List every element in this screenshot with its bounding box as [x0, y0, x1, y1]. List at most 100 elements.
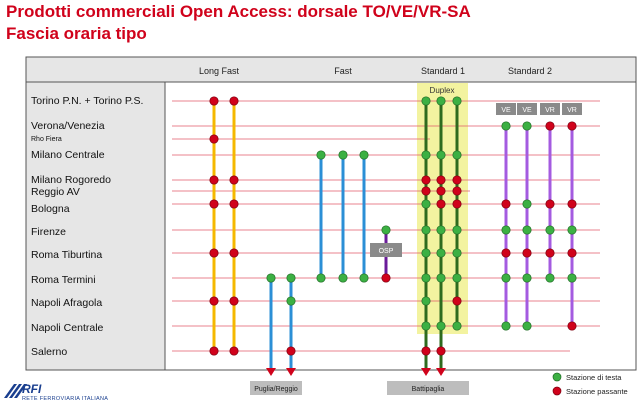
pass-station-dot: [209, 175, 219, 185]
station-label: Verona/Venezia: [31, 120, 105, 132]
head-station-dot: [359, 273, 369, 283]
station-label: Roma Tiburtina: [31, 249, 102, 261]
pass-station-dot: [501, 248, 511, 258]
pass-station-dot: [452, 175, 462, 185]
page-title: Prodotti commerciali Open Access: dorsal…: [6, 2, 471, 21]
station-label: Bologna: [31, 203, 70, 215]
std2-tag-label: VR: [567, 107, 577, 114]
head-station-dot: [421, 248, 431, 258]
pass-station-dot: [229, 296, 239, 306]
header-band: [25, 56, 637, 83]
head-station-dot: [522, 321, 532, 331]
std2-tag: [496, 103, 516, 115]
head-station-dot: [501, 273, 511, 283]
pass-station-dot: [209, 199, 219, 209]
head-station-dot: [567, 225, 577, 235]
pass-station-dot: [209, 96, 219, 106]
pass-station-dot: [421, 346, 431, 356]
head-station-dot: [567, 273, 577, 283]
head-station-dot: [501, 321, 511, 331]
head-station-dot: [436, 96, 446, 106]
legend-pass-icon: [552, 386, 562, 396]
column-header-long-fast: Long Fast: [199, 66, 240, 76]
head-station-dot: [522, 121, 532, 131]
head-station-dot: [436, 225, 446, 235]
head-station-dot: [421, 296, 431, 306]
pass-station-dot: [381, 273, 391, 283]
head-station-dot: [338, 150, 348, 160]
head-station-dot: [452, 96, 462, 106]
page-subtitle: Fascia oraria tipo: [6, 24, 147, 43]
pass-station-dot: [522, 248, 532, 258]
pass-station-dot: [436, 186, 446, 196]
head-station-dot: [452, 273, 462, 283]
pass-station-dot: [545, 199, 555, 209]
pass-station-dot: [567, 248, 577, 258]
pass-station-dot: [567, 199, 577, 209]
logo-subtitle: RETE FERROVIARIA ITALIANA: [22, 396, 109, 402]
pass-station-dot: [436, 175, 446, 185]
destination-battipaglia-label: Battipaglia: [412, 386, 445, 393]
station-panel: [25, 81, 166, 371]
head-station-dot: [452, 321, 462, 331]
station-label: Salerno: [31, 346, 67, 358]
pass-station-dot: [545, 121, 555, 131]
arrow-down-icon: [436, 368, 446, 376]
station-label: Torino P.N. + Torino P.S.: [31, 95, 143, 107]
pass-station-dot: [209, 134, 219, 144]
pass-station-dot: [421, 186, 431, 196]
pass-station-dot: [567, 121, 577, 131]
std2-tag: [540, 103, 560, 115]
pass-station-dot: [229, 199, 239, 209]
std2-tag-label: VR: [545, 107, 555, 114]
arrow-down-icon: [421, 368, 431, 376]
head-station-dot: [522, 199, 532, 209]
head-station-dot: [452, 225, 462, 235]
column-header-fast: Fast: [334, 66, 352, 76]
head-station-dot: [359, 150, 369, 160]
head-station-dot: [421, 96, 431, 106]
station-label: Reggio AV: [31, 186, 80, 198]
pass-station-dot: [452, 296, 462, 306]
station-label: Napoli Afragola: [31, 297, 102, 309]
pass-station-dot: [286, 346, 296, 356]
duplex-label: Duplex: [430, 86, 455, 95]
station-label: Firenze: [31, 226, 66, 238]
column-header-standard-2: Standard 2: [508, 66, 552, 76]
head-station-dot: [316, 273, 326, 283]
osp-label: OSP: [379, 248, 394, 255]
column-header-standard-1: Standard 1: [421, 66, 465, 76]
pass-station-dot: [209, 296, 219, 306]
head-station-dot: [421, 321, 431, 331]
destination-puglia-label: Puglia/Reggio: [254, 386, 298, 393]
station-label: Napoli Centrale: [31, 322, 104, 334]
std2-tag: [517, 103, 537, 115]
pass-station-dot: [229, 96, 239, 106]
head-station-dot: [545, 273, 555, 283]
station-label: Roma Termini: [31, 274, 96, 286]
head-station-dot: [421, 150, 431, 160]
legend-head-label: Stazione di testa: [566, 373, 622, 382]
std2-tag: [562, 103, 582, 115]
head-station-dot: [436, 273, 446, 283]
rfi-logo-icon: [4, 384, 27, 398]
head-station-dot: [338, 273, 348, 283]
head-station-dot: [436, 150, 446, 160]
head-station-dot: [421, 225, 431, 235]
head-station-dot: [266, 273, 276, 283]
arrow-down-icon: [266, 368, 276, 376]
station-label: Milano Centrale: [31, 149, 105, 161]
pass-station-dot: [436, 199, 446, 209]
head-station-dot: [286, 273, 296, 283]
head-station-dot: [501, 121, 511, 131]
head-station-dot: [421, 199, 431, 209]
legend-pass-label: Stazione passante: [566, 387, 628, 396]
logo-text: RFI: [22, 382, 42, 396]
legend-head-icon: [552, 372, 562, 382]
pass-station-dot: [501, 199, 511, 209]
head-station-dot: [381, 225, 391, 235]
head-station-dot: [316, 150, 326, 160]
pass-station-dot: [452, 186, 462, 196]
destination-puglia-box: [250, 381, 302, 395]
